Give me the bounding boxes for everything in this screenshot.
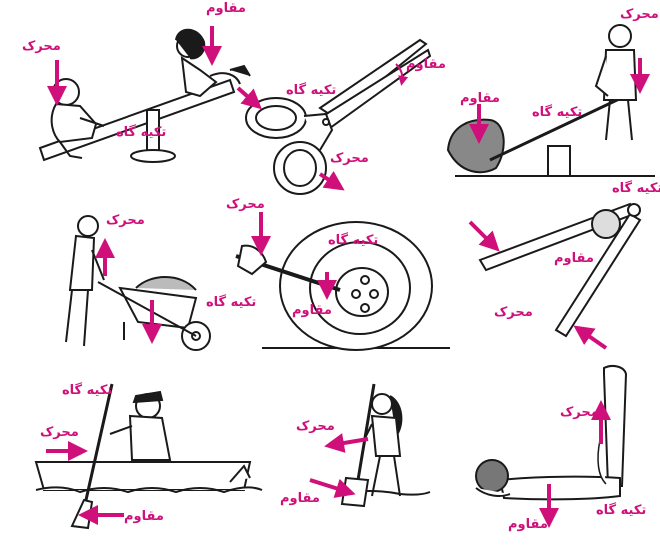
wrench-effort-label: محرک (226, 197, 265, 212)
nutcracker-effort-label: محرک (494, 305, 533, 320)
scissors-arrows (236, 86, 345, 191)
nutcracker-arrows (468, 220, 608, 350)
wheelbarrow-arrows (95, 238, 162, 344)
shovel-effort-label: محرک (296, 419, 335, 434)
shovel-arrows (309, 433, 369, 498)
seesaw-illustration (38, 28, 251, 163)
scissors-effort-label: محرک (330, 151, 369, 166)
wheelbarrow-effort-label: محرک (106, 213, 145, 228)
crowbar-load-label: مقاوم (460, 91, 500, 106)
seesaw-load-label: مقاوم (206, 1, 246, 16)
shovel-illustration (339, 383, 431, 508)
crowbar-fulcrum-label: تکیه گاه (532, 105, 583, 120)
scissors-angle-arc (395, 63, 409, 86)
forearm-load-label: مقاوم (508, 517, 548, 532)
forearm-arrows (539, 400, 611, 528)
shovel-load-label: مقاوم (280, 491, 320, 506)
seesaw-effort-label: محرک (22, 39, 61, 54)
forearm-effort-label: محرک (560, 405, 599, 420)
crowbar-effort-label: محرک (620, 7, 659, 22)
wheelbarrow-illustration (65, 215, 211, 351)
wrench-arrows (251, 212, 337, 300)
boat-fulcrum-label: تکیه گاه (62, 383, 113, 398)
scissors-illustration (245, 38, 432, 195)
nutcracker-illustration (478, 202, 642, 338)
nutcracker-load-label: مقاوم (554, 251, 594, 266)
boat-illustration (34, 383, 263, 530)
seesaw-fulcrum-label: تکیه گاه (116, 125, 167, 140)
wrench-fulcrum-label: تکیه گاه (328, 233, 379, 248)
wheelbarrow-fulcrum-label: تکیه گاه (206, 295, 257, 310)
scissors-fulcrum-label: تکیه گاه (286, 83, 337, 98)
crowbar-illustration (446, 24, 655, 177)
forearm-illustration (475, 365, 628, 501)
nutcracker-fulcrum-label: تکیه گاه (612, 181, 660, 196)
boat-arrows (46, 441, 124, 525)
boat-load-label: مقاوم (124, 509, 164, 524)
scissors-load-label: مقاوم (406, 57, 446, 72)
wrench-load-label: مقاوم (292, 303, 332, 318)
boat-effort-label: محرک (40, 425, 79, 440)
crowbar-arrows (469, 58, 650, 144)
seesaw-arrows (47, 26, 222, 106)
forearm-fulcrum-label: تکیه گاه (596, 503, 647, 518)
